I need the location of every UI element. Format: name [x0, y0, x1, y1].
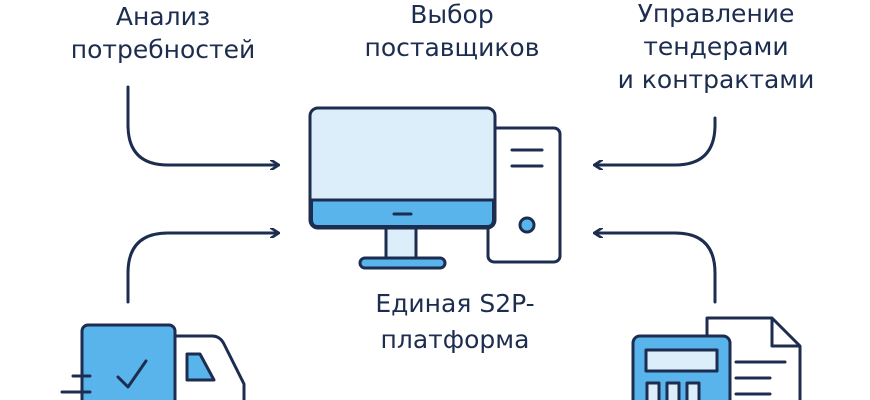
label-line: поставщиков: [364, 33, 540, 62]
label-line: Единая S2P-: [375, 289, 535, 318]
label-line: платформа: [380, 325, 530, 354]
label-line: тендерами: [643, 32, 789, 61]
arrow-delivery-to-platform: [126, 233, 278, 304]
computer-icon: [308, 106, 562, 270]
calculator-document-icon: [631, 316, 802, 400]
label-needs-analysis: Анализ потребностей: [71, 0, 255, 66]
label-platform: Единая S2P- платформа: [375, 286, 534, 358]
label-line: потребностей: [70, 35, 256, 64]
label-line: и контрактами: [617, 65, 815, 94]
arrow-finance-to-platform: [595, 233, 717, 304]
arrow-needs-to-platform: [126, 85, 278, 165]
label-tender-management: Управление тендерами и контрактами: [618, 0, 815, 96]
delivery-truck-icon: [60, 323, 246, 400]
label-line: Анализ: [115, 2, 211, 31]
label-supplier-selection: Выбор поставщиков: [365, 0, 540, 64]
arrow-tenders-to-platform: [595, 116, 717, 165]
label-line: Управление: [637, 0, 795, 28]
label-line: Выбор: [410, 0, 494, 29]
